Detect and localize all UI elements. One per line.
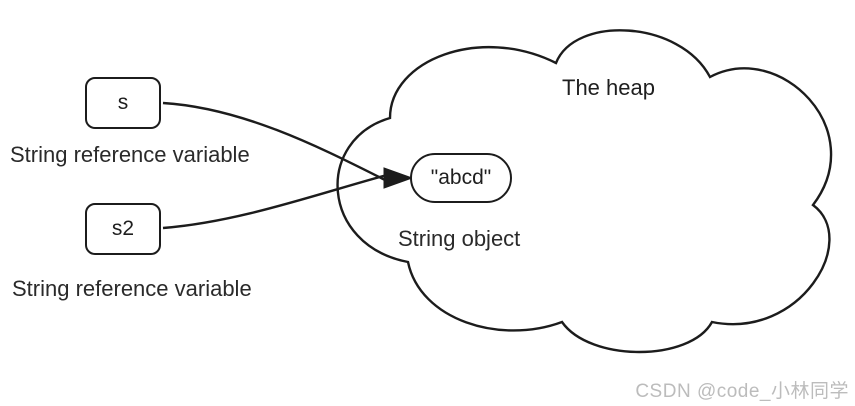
s2-arrow-line (162, 173, 388, 230)
s-variable-caption: String reference variable (10, 142, 250, 167)
s2-variable-label: s2 (111, 217, 135, 240)
heap-title: The heap (562, 75, 655, 100)
s-arrow-line (162, 101, 388, 183)
heap-cloud-shape (336, 29, 833, 354)
s-variable-label: s (117, 91, 129, 114)
string-object-value: "abcd" (430, 166, 492, 189)
string-object-pill: "abcd" (410, 153, 512, 203)
string-object-caption: String object (398, 226, 521, 251)
s2-variable-caption: String reference variable (12, 276, 252, 301)
s-variable-box: s (85, 77, 161, 129)
s2-variable-box: s2 (85, 203, 161, 255)
csdn-watermark: CSDN @code_小林同学 (635, 381, 849, 402)
arrowhead-icon (383, 167, 414, 189)
